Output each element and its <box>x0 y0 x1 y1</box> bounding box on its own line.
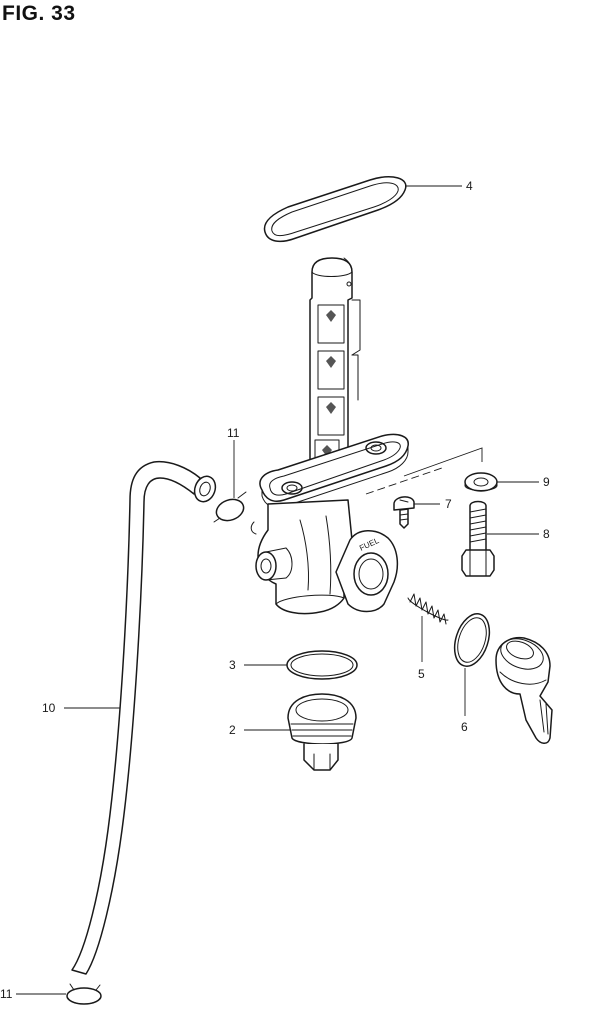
fuel-lever[interactable] <box>495 633 553 744</box>
part-4-gasket[interactable] <box>263 176 407 243</box>
part-6-o-ring[interactable] <box>448 609 495 670</box>
part-10-fuel-hose[interactable] <box>71 460 219 975</box>
part-3-o-ring[interactable] <box>286 650 358 680</box>
callout-10: 10 <box>42 701 56 715</box>
callout-4: 4 <box>466 179 473 193</box>
callout-2: 2 <box>229 723 236 737</box>
callout-8: 8 <box>543 527 550 541</box>
part-7-screw[interactable] <box>393 496 415 529</box>
figure-title: FIG. 33 <box>2 2 76 25</box>
part-9-washer[interactable] <box>464 472 498 492</box>
part-2-sediment-cup[interactable] <box>287 693 357 771</box>
callout-9: 9 <box>543 475 550 489</box>
part-5-spring[interactable] <box>407 593 449 625</box>
callout-5: 5 <box>418 667 425 681</box>
callout-6: 6 <box>461 720 468 734</box>
part-8-bolt[interactable] <box>461 500 495 577</box>
callout-3: 3 <box>229 658 236 672</box>
fuel-cock-body[interactable]: FUEL <box>250 257 409 615</box>
callout-7: 7 <box>445 497 452 511</box>
callout-11-lower: 11 <box>0 987 13 1001</box>
part-11-clip-upper[interactable] <box>213 491 247 524</box>
part-11-clip-lower[interactable] <box>66 983 102 1005</box>
bolt-location-line <box>403 447 483 477</box>
callout-11-upper: 11 <box>227 426 240 440</box>
bolt-location-dashed <box>365 467 443 495</box>
